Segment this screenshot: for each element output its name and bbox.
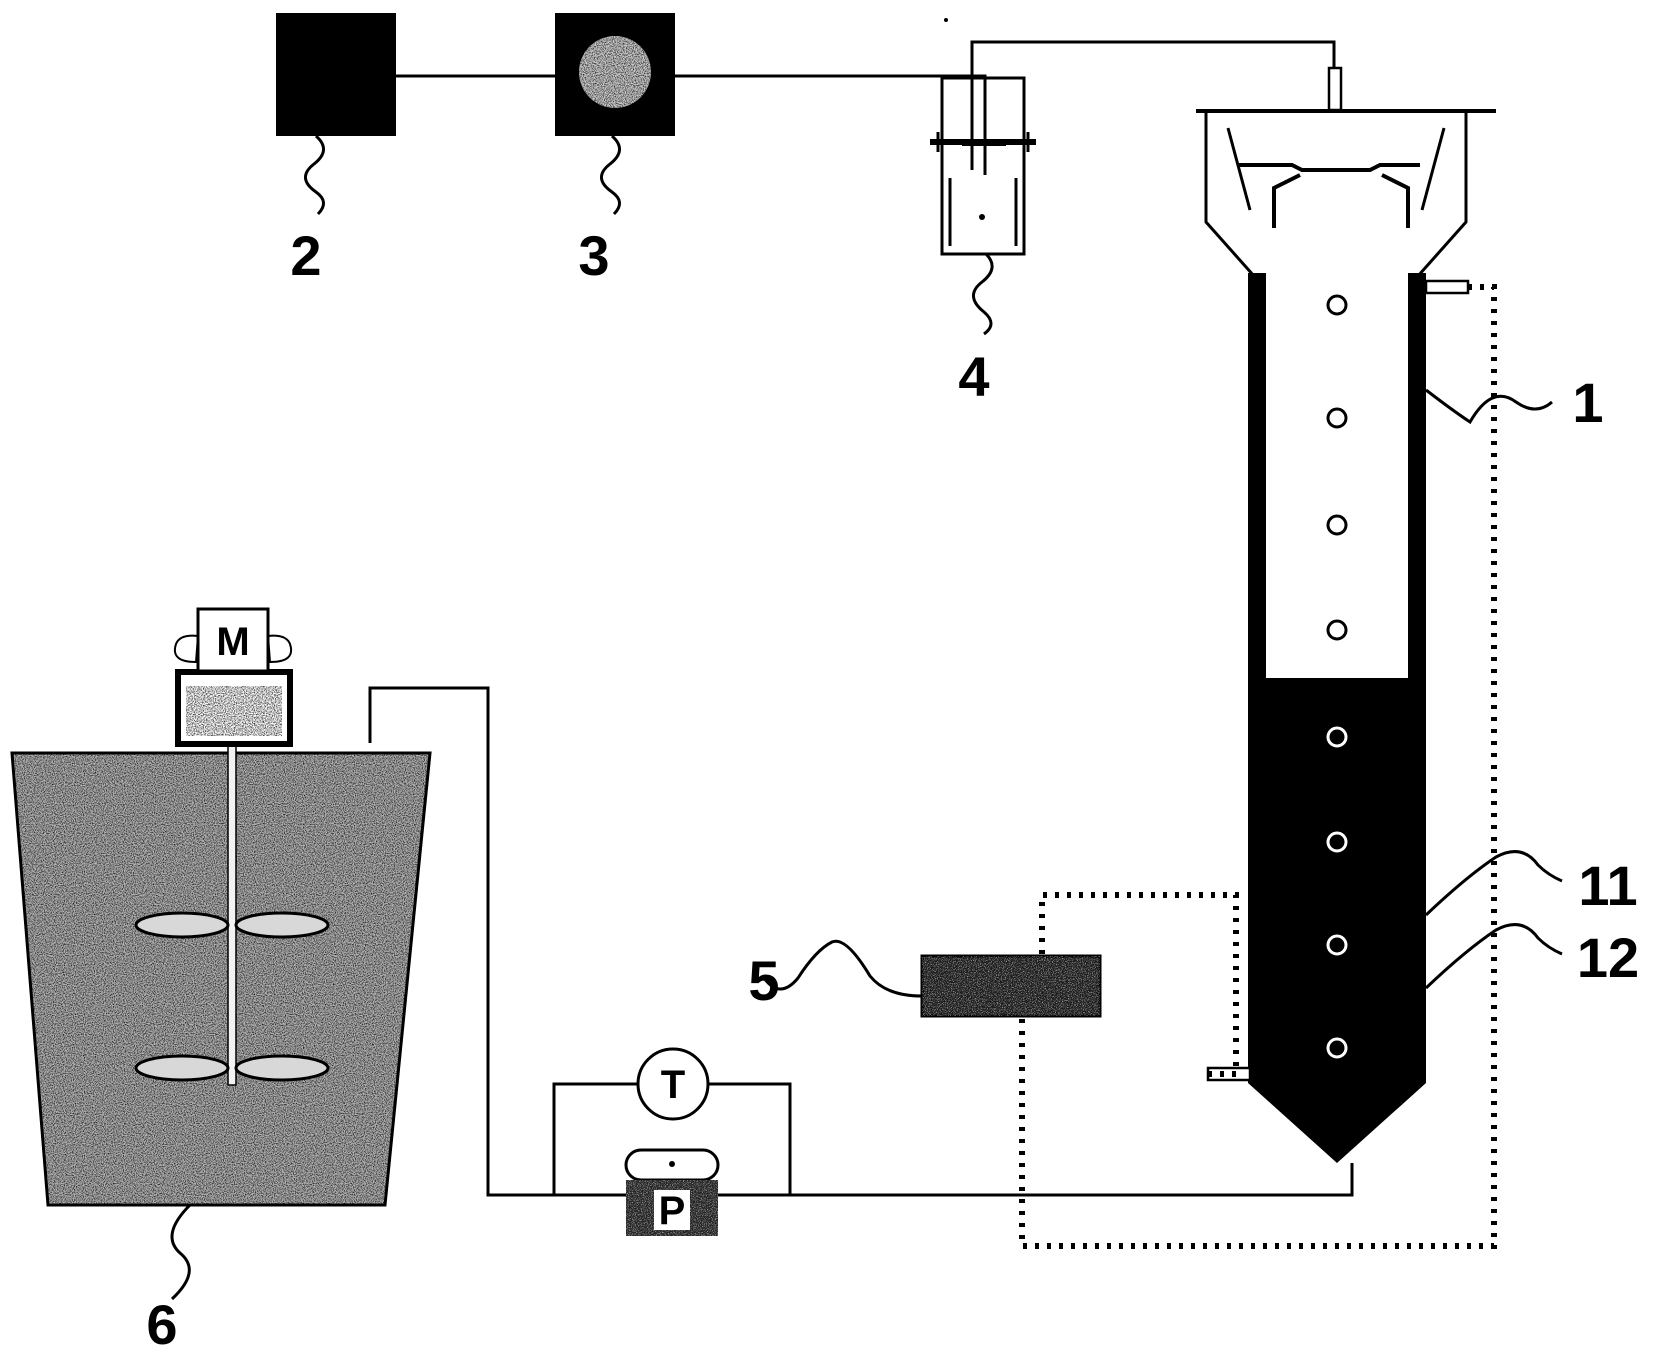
label-5: 5 [748, 949, 779, 1012]
label-2: 2 [290, 224, 321, 287]
sampling-ports [1326, 294, 1348, 1059]
label-6: 6 [146, 1293, 177, 1352]
label-1: 1 [1572, 371, 1603, 434]
leader-1 [1425, 388, 1553, 425]
tank-6: M 6 [10, 607, 432, 1352]
label-12: 12 [1577, 926, 1639, 989]
gas-line [970, 40, 1336, 170]
pump: P [624, 1148, 720, 1236]
leader-12 [1424, 923, 1563, 990]
bypass-right [706, 1082, 792, 1195]
pump-label: P [659, 1189, 686, 1233]
label-11: 11 [1578, 854, 1637, 917]
pipe-3-to-4 [675, 74, 987, 230]
unit-5-heater: 5 [748, 939, 1102, 1018]
feed-pipe [368, 686, 1354, 1197]
leader-11 [1424, 850, 1563, 917]
bypass-left [552, 1082, 640, 1195]
thermometer: T [636, 1047, 710, 1121]
unit-4-absorption-bottle: 4 [930, 60, 1036, 408]
unit-3-box: 3 [555, 13, 675, 287]
reactor-1: 1 11 12 [1196, 66, 1639, 1163]
motor [196, 607, 270, 673]
label-4: 4 [958, 345, 989, 408]
motor-label: M [216, 620, 249, 664]
circulation-loop-outer [1019, 284, 1497, 1249]
unit-2-black-box: 2 [276, 13, 396, 287]
circulation-loop-inner [1039, 892, 1239, 1077]
leader-5 [762, 939, 923, 998]
stray-mark [944, 18, 948, 22]
label-3: 3 [578, 224, 609, 287]
thermometer-label: T [661, 1063, 685, 1107]
leader-6 [170, 1203, 192, 1301]
